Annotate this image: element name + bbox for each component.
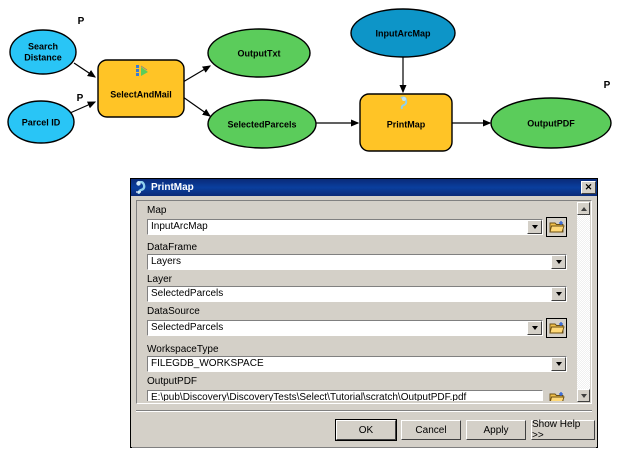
model-connectors (69, 57, 492, 127)
parameter-panel-scrollbar[interactable] (577, 202, 590, 402)
datasource-browse-button[interactable] (546, 318, 567, 338)
model-node-label-input-arcmap: InputArcMap (376, 28, 432, 38)
layer-value: SelectedParcels (151, 288, 224, 299)
parameter-marker-search-distance: P (78, 16, 85, 27)
field-label-map: Map (147, 205, 167, 216)
model-diagram-canvas[interactable]: Search Distance P Parcel ID P SelectAndM… (0, 0, 628, 175)
model-node-print-map[interactable]: PrintMap (359, 93, 453, 152)
model-node-label-parcel-id: Parcel ID (22, 117, 61, 127)
workspacetype-combobox[interactable]: FILEGDB_WORKSPACE (147, 356, 567, 372)
model-node-label-search-distance-line2: Distance (24, 52, 62, 62)
chevron-down-icon[interactable] (527, 220, 542, 234)
model-node-search-distance[interactable]: Search Distance (9, 29, 77, 75)
model-node-output-pdf[interactable]: OutputPDF (490, 97, 612, 149)
field-label-outputpdf: OutputPDF (147, 376, 198, 387)
model-node-parcel-id[interactable]: Parcel ID (7, 100, 75, 144)
dialog-bottom-edge (132, 447, 596, 448)
field-workspacetype: WorkspaceType FILEGDB_WORKSPACE (147, 344, 571, 372)
field-label-workspacetype: WorkspaceType (147, 344, 219, 355)
map-combobox[interactable]: InputArcMap (147, 219, 543, 235)
model-node-select-and-mail[interactable]: SelectAndMail (97, 59, 185, 118)
outputpdf-textbox[interactable]: E:\pub\Discovery\DiscoveryTests\Select\T… (147, 390, 543, 401)
model-node-output-txt[interactable]: OutputTxt (207, 28, 311, 78)
script-icon-select-and-mail (136, 65, 148, 76)
dialog-button-bar: OK Cancel Apply Show Help >> (131, 410, 597, 449)
connector-parcel-id-to-tool (69, 101, 97, 114)
dialog-body: Map InputArcMap (131, 196, 597, 449)
connector-search-distance-to-tool (73, 62, 96, 78)
close-icon[interactable]: ✕ (581, 181, 596, 194)
script-tool-icon (134, 180, 147, 195)
model-node-selected-parcels[interactable]: SelectedParcels (207, 99, 317, 149)
parameter-marker-output-pdf: P (604, 80, 611, 91)
dataframe-value: Layers (151, 256, 182, 267)
field-label-dataframe: DataFrame (147, 242, 198, 253)
workspacetype-value: FILEGDB_WORKSPACE (151, 358, 264, 369)
chevron-down-icon[interactable] (551, 255, 566, 269)
field-outputpdf: OutputPDF E:\pub\Discovery\DiscoveryTest… (147, 376, 571, 401)
dialog-titlebar[interactable]: PrintMap ✕ (131, 179, 597, 196)
outputpdf-browse-button[interactable] (546, 388, 567, 401)
model-node-label-selected-parcels: SelectedParcels (227, 119, 296, 129)
dialog-title: PrintMap (151, 182, 194, 193)
scrollbar-track[interactable] (577, 215, 590, 389)
model-node-label-output-txt: OutputTxt (238, 48, 281, 58)
parameter-scroll-area: Map InputArcMap (141, 205, 577, 401)
show-help-button[interactable]: Show Help >> (531, 419, 595, 441)
chevron-down-icon[interactable] (527, 321, 542, 335)
model-node-label-search-distance-line1: Search (28, 41, 58, 51)
connector-tool-to-outputtxt (182, 65, 212, 83)
model-node-input-arcmap[interactable]: InputArcMap (350, 8, 456, 58)
scroll-up-icon[interactable] (577, 202, 590, 215)
button-bar-divider (136, 410, 592, 412)
ok-button[interactable]: OK (335, 419, 397, 441)
field-label-layer: Layer (147, 274, 173, 285)
scroll-down-icon[interactable] (577, 389, 590, 402)
field-map: Map InputArcMap (147, 205, 571, 237)
map-browse-button[interactable] (546, 217, 567, 237)
map-value: InputArcMap (151, 221, 208, 232)
model-node-label-select-and-mail: SelectAndMail (110, 89, 172, 99)
chevron-down-icon[interactable] (551, 357, 566, 371)
parameter-panel: Map InputArcMap (136, 200, 592, 404)
field-dataframe: DataFrame Layers (147, 242, 571, 270)
dataframe-combobox[interactable]: Layers (147, 254, 567, 270)
model-node-label-print-map: PrintMap (387, 119, 426, 129)
printmap-dialog[interactable]: PrintMap ✕ Map InputArcMap (130, 178, 598, 448)
model-node-label-output-pdf: OutputPDF (527, 118, 575, 128)
chevron-down-icon[interactable] (551, 287, 566, 301)
cancel-button[interactable]: Cancel (401, 420, 461, 440)
apply-button[interactable]: Apply (466, 420, 526, 440)
script-icon-print-map (400, 96, 408, 110)
layer-combobox[interactable]: SelectedParcels (147, 286, 567, 302)
field-datasource: DataSource SelectedParcels (147, 306, 571, 338)
field-layer: Layer SelectedParcels (147, 274, 571, 302)
datasource-value: SelectedParcels (151, 322, 224, 333)
connector-tool-to-selectedparcels (182, 96, 211, 117)
field-label-datasource: DataSource (147, 306, 200, 317)
datasource-combobox[interactable]: SelectedParcels (147, 320, 543, 336)
parameter-marker-parcel-id: P (77, 93, 84, 104)
outputpdf-value: E:\pub\Discovery\DiscoveryTests\Select\T… (151, 392, 467, 401)
